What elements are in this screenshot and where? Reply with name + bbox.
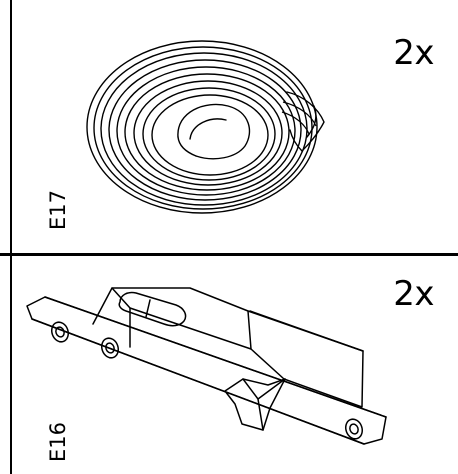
row-divider	[0, 253, 458, 256]
bolt-latch-icon	[26, 287, 387, 445]
part-code: E16	[46, 422, 70, 462]
part-cell-e16: 2x E16	[0, 253, 458, 474]
left-border	[10, 0, 12, 474]
part-code: E17	[46, 190, 70, 230]
part-cell-e17: 2x E17	[46, 33, 434, 230]
quantity-label: 2x	[393, 274, 434, 314]
rolled-tape-icon	[86, 40, 325, 214]
quantity-label: 2x	[393, 33, 434, 73]
